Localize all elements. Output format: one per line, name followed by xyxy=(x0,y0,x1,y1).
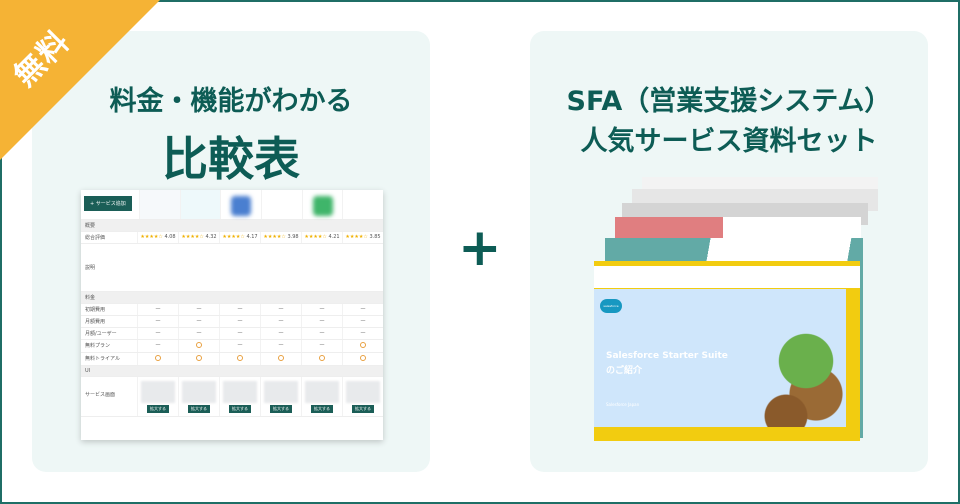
mascot-illustration xyxy=(746,317,846,427)
rating-value: 3.85 xyxy=(369,234,381,240)
materials-title-line1: SFA（営業支援システム） xyxy=(566,86,892,117)
zoom-button[interactable]: 拡大する xyxy=(229,405,251,413)
dash-cell: — xyxy=(137,328,178,339)
dash-cell: — xyxy=(137,304,178,315)
rating-cell: ★★★★☆ 3.98 xyxy=(260,232,301,243)
row-label-description: 説明 xyxy=(85,265,96,271)
rating-value: 4.21 xyxy=(328,234,340,240)
star-rating-icon: ★★★★☆ xyxy=(345,234,368,240)
add-service-button[interactable]: + サービス追加 xyxy=(84,196,132,211)
dash-cell: — xyxy=(178,316,219,327)
dash-cell: — xyxy=(260,340,301,352)
dash-cell: — xyxy=(342,316,383,327)
rating-cell: ★★★★☆ 4.08 xyxy=(137,232,178,243)
rating-value: 3.98 xyxy=(287,234,299,240)
free-badge xyxy=(0,0,160,160)
available-icon xyxy=(178,340,219,352)
rating-value: 4.32 xyxy=(205,234,217,240)
section-overview: 概要 xyxy=(85,223,96,229)
rating-value: 4.08 xyxy=(164,234,176,240)
dash-cell: — xyxy=(301,328,342,339)
available-icon xyxy=(342,340,383,352)
cover-subtitle: のご紹介 xyxy=(606,366,643,376)
circle-icon xyxy=(196,342,202,348)
screenshot-cell: 拡大する xyxy=(260,377,301,416)
row-label-rating: 総合評価 xyxy=(85,235,106,241)
available-icon xyxy=(342,353,383,365)
available-icon xyxy=(137,353,178,365)
available-icon xyxy=(178,353,219,365)
dash-cell: — xyxy=(219,340,260,352)
materials-title-line2: 人気サービス資料セット xyxy=(580,126,878,157)
star-rating-icon: ★★★★☆ xyxy=(181,234,204,240)
comparison-title: 比較表 xyxy=(162,132,300,186)
dash-cell: — xyxy=(260,316,301,327)
section-pricing: 料金 xyxy=(85,295,96,301)
cover-footer: Salesforce Japan xyxy=(606,402,640,407)
circle-icon xyxy=(196,355,202,361)
dash-cell: — xyxy=(219,304,260,315)
screenshot-cell: 拡大する xyxy=(342,377,383,416)
section-ui: UI xyxy=(85,368,91,374)
star-rating-icon: ★★★★☆ xyxy=(304,234,327,240)
dash-cell: — xyxy=(342,304,383,315)
dash-cell: — xyxy=(178,328,219,339)
dash-cell: — xyxy=(178,304,219,315)
zoom-button[interactable]: 拡大する xyxy=(188,405,210,413)
screenshot-cell: 拡大する xyxy=(219,377,260,416)
dash-cell: — xyxy=(342,328,383,339)
dash-cell: — xyxy=(260,304,301,315)
rating-cell: ★★★★☆ 4.17 xyxy=(219,232,260,243)
dash-cell: — xyxy=(137,316,178,327)
comparison-table-preview: + サービス追加 概要 総合評価★★★★☆ 4.08★★★★☆ 4.32★★★★… xyxy=(81,190,383,440)
row-label-free-trial: 無料トライアル xyxy=(85,356,120,362)
row-label-initial: 初期費用 xyxy=(85,307,106,313)
zoom-button[interactable]: 拡大する xyxy=(352,405,374,413)
dash-cell: — xyxy=(219,316,260,327)
dash-cell: — xyxy=(301,340,342,352)
zoom-button[interactable]: 拡大する xyxy=(311,405,333,413)
zoom-button[interactable]: 拡大する xyxy=(147,405,169,413)
star-rating-icon: ★★★★☆ xyxy=(222,234,245,240)
document-cover: salesforce Salesforce Starter Suite のご紹介… xyxy=(594,289,846,427)
rating-value: 4.17 xyxy=(246,234,258,240)
salesforce-logo: salesforce xyxy=(600,299,622,313)
screenshot-cell: 拡大する xyxy=(301,377,342,416)
star-rating-icon: ★★★★☆ xyxy=(140,234,163,240)
rating-cell: ★★★★☆ 4.21 xyxy=(301,232,342,243)
row-label-free-plan: 無料プラン xyxy=(85,343,111,349)
dash-cell: — xyxy=(219,328,260,339)
circle-icon xyxy=(155,355,161,361)
plus-icon: + xyxy=(458,218,502,278)
circle-icon xyxy=(360,355,366,361)
row-label-screen: サービス画面 xyxy=(85,392,116,398)
dash-cell: — xyxy=(301,304,342,315)
circle-icon xyxy=(319,355,325,361)
dash-cell: — xyxy=(301,316,342,327)
circle-icon xyxy=(278,355,284,361)
cover-title: Salesforce Starter Suite xyxy=(606,351,728,361)
dash-cell: — xyxy=(260,328,301,339)
rating-cell: ★★★★☆ 4.32 xyxy=(178,232,219,243)
rating-cell: ★★★★☆ 3.85 xyxy=(342,232,383,243)
star-rating-icon: ★★★★☆ xyxy=(263,234,286,240)
document-sheet xyxy=(615,217,861,241)
circle-icon xyxy=(360,342,366,348)
row-label-per-user: 月額/ユーザー xyxy=(85,331,117,337)
row-label-monthly: 月額費用 xyxy=(85,319,106,325)
screenshot-cell: 拡大する xyxy=(137,377,178,416)
available-icon xyxy=(260,353,301,365)
dash-cell: — xyxy=(137,340,178,352)
available-icon xyxy=(301,353,342,365)
circle-icon xyxy=(237,355,243,361)
available-icon xyxy=(219,353,260,365)
screenshot-cell: 拡大する xyxy=(178,377,219,416)
zoom-button[interactable]: 拡大する xyxy=(270,405,292,413)
